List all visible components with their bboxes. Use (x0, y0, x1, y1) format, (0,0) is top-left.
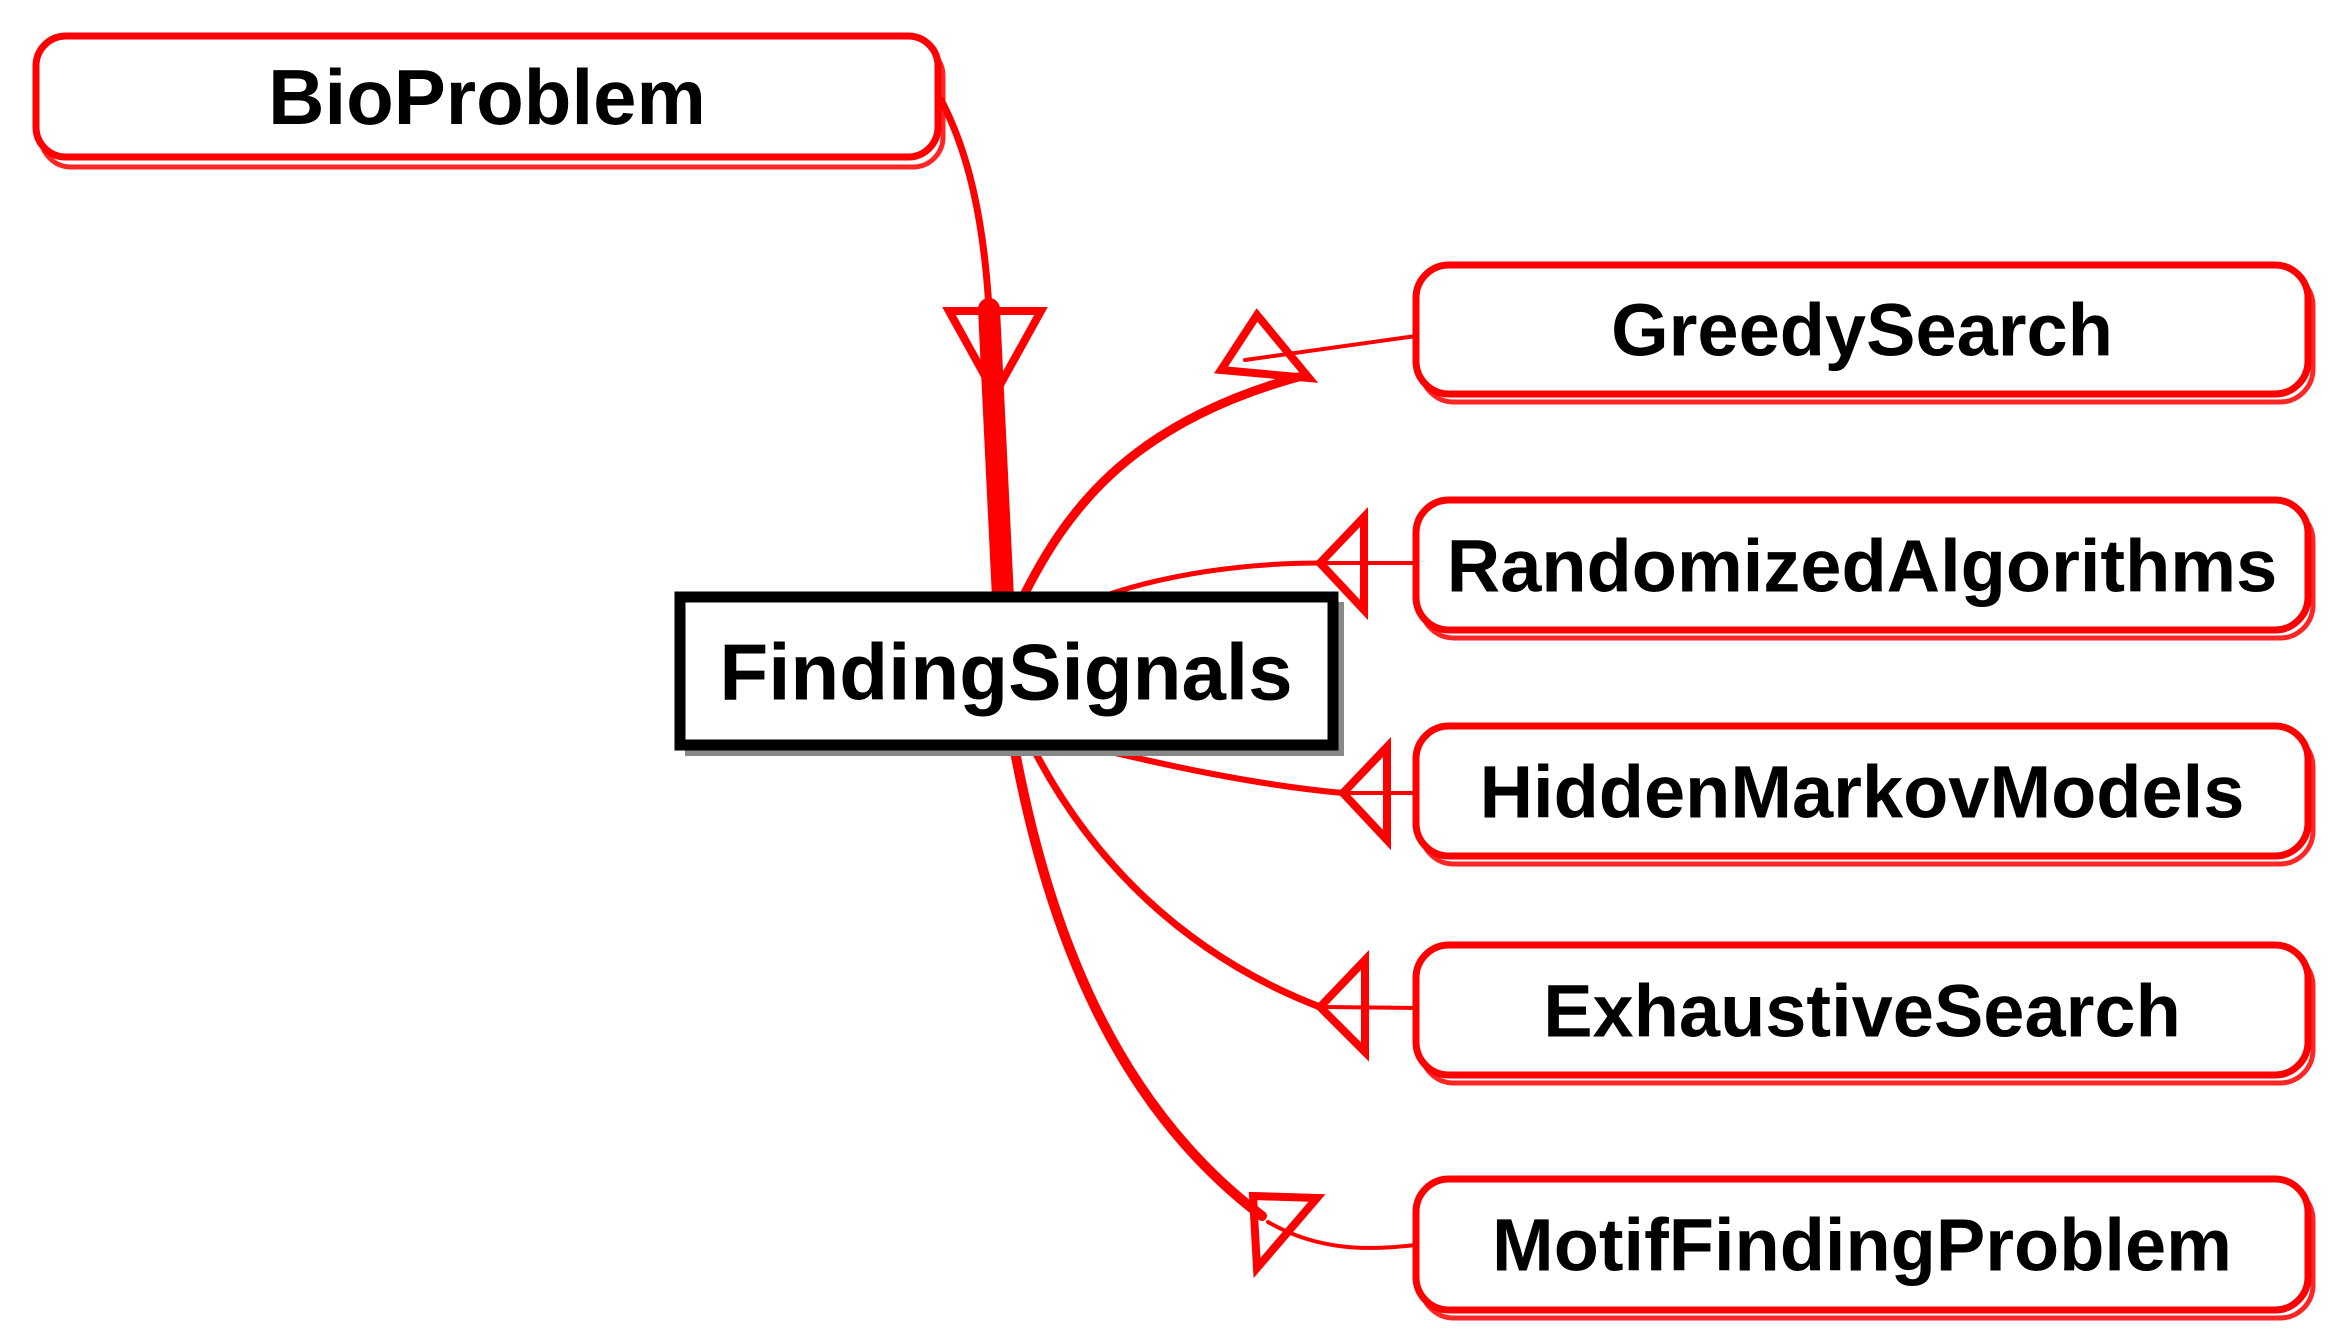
arrowhead-down-bioproblem (942, 307, 1048, 403)
node-exhaustivesearch-box[interactable] (1412, 941, 2312, 1079)
edges-layer (937, 96, 1422, 1279)
node-exhaustivesearch-label: ExhaustiveSearch (1543, 970, 2181, 1053)
arrowhead-down-motiffindingproblem (1248, 1191, 1326, 1279)
node-bioproblem-box[interactable] (32, 32, 942, 161)
node-exhaustivesearch[interactable]: ExhaustiveSearch (1412, 941, 2316, 1086)
node-hiddenmarkovmodels-box[interactable] (1412, 722, 2312, 860)
node-randomizedalgorithms[interactable]: RandomizedAlgorithms (1412, 496, 2316, 641)
edge-greedysearch-tail (1243, 334, 1418, 362)
edge-findingsignals-randomizedalgorithms (1095, 560, 1325, 601)
node-hiddenmarkovmodels-label: HiddenMarkovModels (1480, 751, 2245, 834)
node-bioproblem-label: BioProblem (268, 53, 706, 141)
arrowhead-left-exhaustivesearch (1314, 950, 1369, 1062)
node-greedysearch[interactable]: GreedySearch (1412, 261, 2316, 405)
node-findingsignals-label: FindingSignals (719, 628, 1292, 717)
edge-findingsignals-exhaustivesearch (1028, 742, 1324, 1011)
arrowhead-left-hiddenmarkovmodels (1337, 737, 1391, 851)
edge-bioproblem-findingsignals-stem (978, 298, 1014, 609)
arrowhead-left-randomizedalgorithms (1314, 507, 1368, 621)
arrowhead-up-greedysearch (1214, 308, 1319, 383)
node-greedysearch-box[interactable] (1412, 261, 2312, 398)
node-motiffindingproblem-label: MotifFindingProblem (1492, 1204, 2232, 1287)
edge-bioproblem-findingsignals (937, 96, 993, 313)
edge-findingsignals-motiffindingproblem (1009, 741, 1267, 1221)
node-greedysearch-label: GreedySearch (1611, 289, 2113, 372)
edge-exhaustivesearch-tail (1320, 1005, 1422, 1010)
node-findingsignals-box[interactable] (674, 591, 1339, 751)
node-bioproblem[interactable]: BioProblem (32, 32, 946, 170)
edge-findingsignals-greedysearch (1017, 372, 1303, 604)
node-hiddenmarkovmodels[interactable]: HiddenMarkovModels (1412, 722, 2316, 867)
node-motiffindingproblem[interactable]: MotifFindingProblem (1412, 1175, 2316, 1321)
node-randomizedalgorithms-box[interactable] (1412, 496, 2312, 634)
node-findingsignals[interactable]: FindingSignals (674, 591, 1344, 756)
node-motiffindingproblem-box[interactable] (1412, 1175, 2312, 1314)
node-randomizedalgorithms-label: RandomizedAlgorithms (1447, 525, 2277, 608)
